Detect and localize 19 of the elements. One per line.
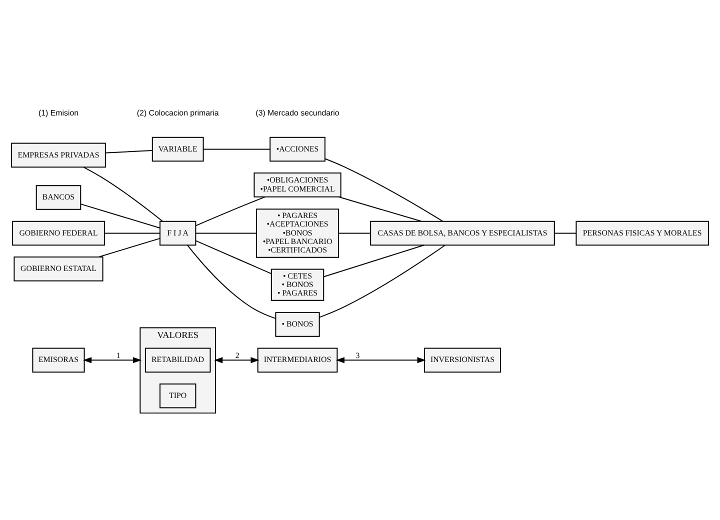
connector	[195, 232, 257, 234]
arrow	[214, 357, 260, 364]
connector	[195, 196, 266, 226]
connector	[554, 232, 577, 234]
arrow	[82, 357, 142, 364]
connector	[324, 158, 444, 222]
connector	[104, 150, 153, 154]
connector	[202, 148, 271, 150]
connector	[195, 240, 272, 274]
connector	[338, 196, 422, 222]
connector	[104, 232, 160, 234]
connector	[186, 244, 276, 319]
connector	[318, 244, 446, 318]
connector	[83, 166, 164, 222]
arrow	[336, 357, 426, 364]
connector	[338, 232, 372, 234]
connector	[323, 244, 424, 278]
connector	[98, 238, 160, 258]
connector	[80, 204, 160, 228]
